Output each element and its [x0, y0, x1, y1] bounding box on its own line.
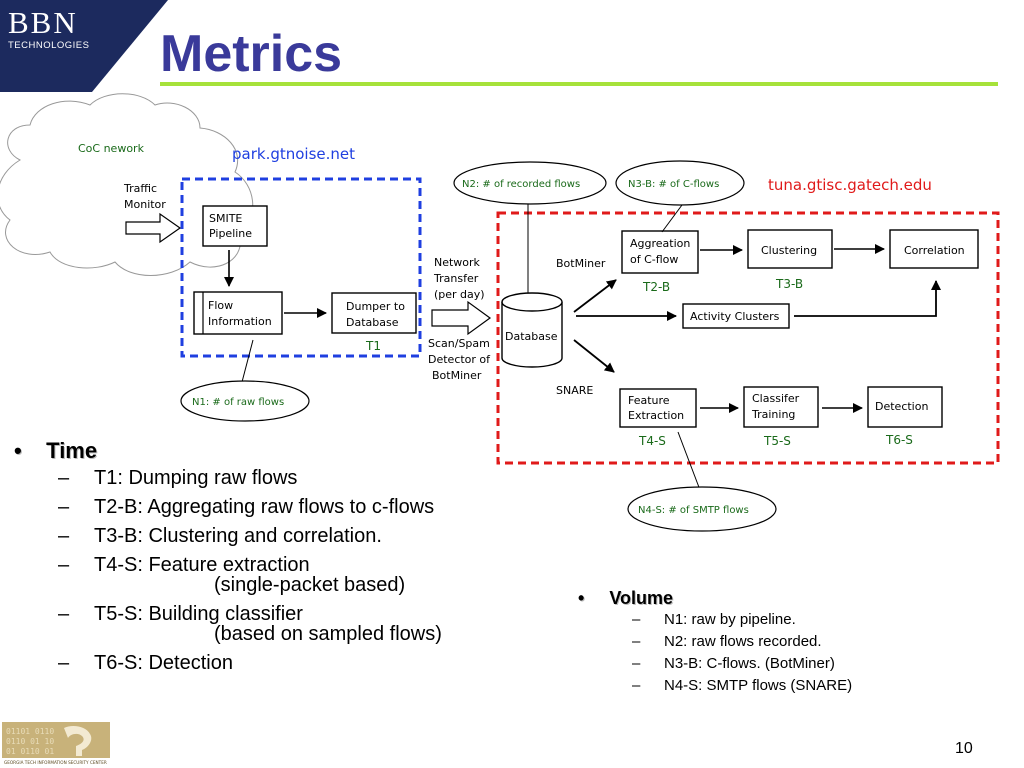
smite-label-2: Pipeline — [209, 227, 252, 240]
database-label: Database — [505, 330, 558, 343]
scan-spam-label-1: Scan/Spam — [428, 337, 490, 350]
flow-information-box — [193, 291, 283, 335]
svg-text:0110 01 10: 0110 01 10 — [6, 737, 54, 746]
gtisc-logo: 01101 0110 0110 01 10 01 0110 01 GEORGIA… — [2, 722, 110, 765]
tuna-dashed-box — [496, 211, 1000, 465]
volume-item: –N3-B: C-flows. (BotMiner) — [632, 655, 835, 672]
flow-info-label-1: Flow — [208, 299, 233, 312]
page-title: Metrics — [160, 25, 343, 83]
classifier-training-label-1: Classifer — [752, 392, 800, 405]
network-transfer-label-1: Network — [434, 256, 481, 269]
volume-item: –N2: raw flows recorded. — [632, 633, 822, 650]
time-section: • Time –T1: Dumping raw flows –T2-B: Agg… — [14, 438, 534, 678]
svg-text:01 0110 01: 01 0110 01 — [6, 747, 54, 756]
time-item: –T2-B: Aggregating raw flows to c-flows — [58, 496, 435, 518]
time-item: –T5-S: Building classifier — [58, 603, 303, 625]
volume-item: –N1: raw by pipeline. — [632, 611, 796, 628]
t4s-label: T4-S — [638, 434, 666, 448]
detection-box — [867, 386, 943, 428]
bbn-logo — [0, 0, 168, 92]
n2-callout — [453, 161, 607, 205]
traffic-monitor-label-1: Traffic — [123, 182, 157, 195]
clustering-box — [747, 229, 833, 269]
gtisc-caption: GEORGIA TECH INFORMATION SECURITY CENTER — [4, 760, 107, 765]
title-divider — [160, 82, 998, 86]
clustering-label: Clustering — [761, 244, 817, 257]
park-dashed-box — [180, 177, 422, 358]
t5s-label: T5-S — [763, 434, 791, 448]
detection-label: Detection — [875, 400, 928, 413]
dumper-box — [331, 292, 417, 334]
park-host-label: park.gtnoise.net — [232, 145, 355, 163]
n4s-label: N4-S: # of SMTP flows — [638, 505, 749, 516]
t3b-label: T3-B — [775, 277, 803, 291]
time-item: –T6-S: Detection — [58, 652, 233, 674]
aggregation-label-2: of C-flow — [630, 253, 678, 266]
dumper-label-1: Dumper to — [346, 300, 405, 313]
dumper-label-2: Database — [346, 316, 399, 329]
t6s-label: T6-S — [885, 433, 913, 447]
scan-spam-label-3: BotMiner — [432, 369, 482, 382]
t2b-label: T2-B — [642, 280, 670, 294]
classifier-training-box — [743, 386, 819, 428]
tuna-host-label: tuna.gtisc.gatech.edu — [768, 176, 932, 194]
smite-label-1: SMITE — [209, 212, 242, 225]
svg-text:01101 0110: 01101 0110 — [6, 727, 54, 736]
activity-clusters-label: Activity Clusters — [690, 310, 780, 323]
time-item: –T1: Dumping raw flows — [58, 467, 298, 489]
correlation-box — [889, 229, 979, 269]
n2-label: N2: # of recorded flows — [462, 179, 580, 190]
n4s-callout — [627, 486, 777, 532]
n1-callout — [180, 380, 310, 422]
time-heading: • Time — [14, 438, 98, 463]
botminer-label: BotMiner — [556, 257, 606, 270]
time-item-continuation: (based on sampled flows) — [214, 623, 442, 645]
page-number: 10 — [955, 740, 973, 757]
time-item: –T3-B: Clustering and correlation. — [58, 525, 382, 547]
volume-heading: • Volume — [578, 588, 673, 608]
traffic-arrow — [125, 212, 182, 244]
n3b-callout — [615, 160, 745, 206]
network-transfer-label-2: Transfer — [433, 272, 479, 285]
feature-extraction-label-1: Feature — [628, 394, 670, 407]
volume-section: • Volume –N1: raw by pipeline. –N2: raw … — [578, 588, 998, 697]
classifier-training-label-2: Training — [751, 408, 795, 421]
volume-item: –N4-S: SMTP flows (SNARE) — [632, 677, 853, 694]
coc-network-label: CoC nework — [78, 142, 145, 155]
correlation-label: Correlation — [904, 244, 965, 257]
t1-label: T1 — [365, 339, 381, 353]
time-item-continuation: (single-packet based) — [214, 574, 406, 596]
scan-spam-label-2: Detector of — [428, 353, 491, 366]
flow-info-label-2: Information — [208, 315, 272, 328]
aggregation-label-1: Aggreation — [630, 237, 690, 250]
aggregation-box — [621, 230, 699, 274]
feature-extraction-box — [619, 388, 697, 428]
time-item: –T4-S: Feature extraction — [58, 554, 310, 576]
activity-clusters-box — [682, 303, 790, 329]
n1-label: N1: # of raw flows — [192, 397, 284, 408]
logo-sub-text: TECHNOLOGIES — [8, 40, 90, 51]
smite-pipeline-box — [202, 205, 268, 247]
traffic-monitor-label-2: Monitor — [124, 198, 166, 211]
n3b-label: N3-B: # of C-flows — [628, 179, 719, 190]
network-transfer-label-3: (per day) — [434, 288, 485, 301]
feature-extraction-label-2: Extraction — [628, 409, 684, 422]
logo-main-text: BBN — [8, 5, 78, 40]
database-cylinder — [501, 292, 563, 368]
network-transfer-arrow — [431, 300, 492, 336]
snare-label: SNARE — [556, 384, 593, 397]
